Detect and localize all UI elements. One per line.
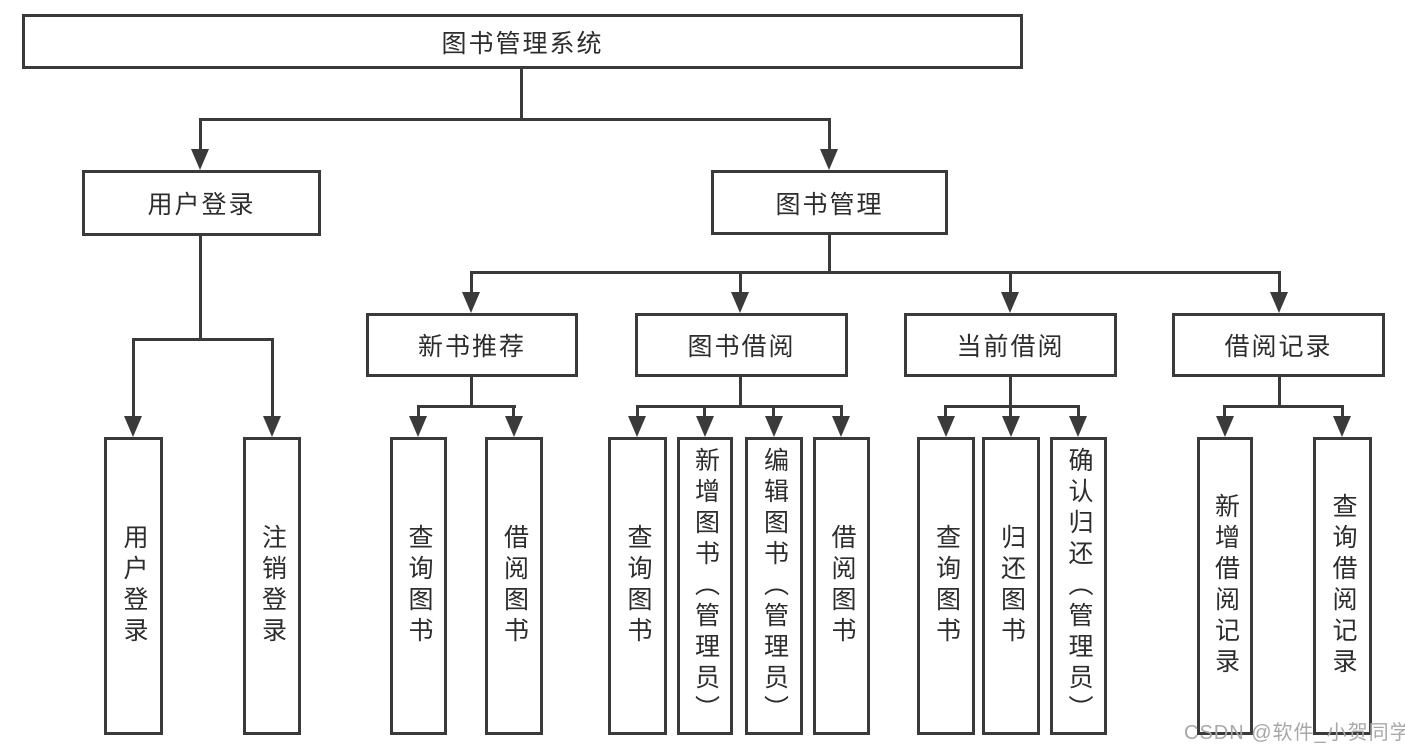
connector-user-stem [199, 236, 202, 340]
leaf-query-book-borrowing: 查询图书 [608, 437, 667, 735]
connector-current-drop-1 [944, 405, 947, 417]
leaf-label: 借阅图书 [500, 524, 529, 648]
leaf-label: 确认归还（管理员） [1065, 446, 1093, 726]
arrowhead-to-leaf-borrow-book-2 [832, 416, 850, 437]
arrowhead-to-leaf-borrow-book-1 [505, 416, 523, 437]
arrowhead-to-leaf-logout [263, 416, 281, 437]
node-label: 图书借阅 [687, 333, 796, 361]
connector-root-bar [199, 118, 831, 121]
node-current-borrowing: 当前借阅 [904, 313, 1117, 377]
arrowhead-to-leaf-query-book-1 [409, 416, 427, 437]
connector-current-bar [944, 405, 1080, 408]
leaf-borrow-book-newbook: 借阅图书 [485, 437, 543, 735]
connector-book-drop-1 [470, 271, 473, 294]
connector-user-bar [132, 338, 274, 341]
leaf-confirm-return-admin: 确认归还（管理员） [1050, 437, 1107, 735]
connector-newbook-bar [417, 405, 516, 408]
connector-root-stem [520, 69, 523, 120]
leaf-edit-book-admin: 编辑图书（管理员） [745, 437, 803, 735]
leaf-add-book-admin: 新增图书（管理员） [677, 437, 733, 735]
connector-root-drop-right [828, 118, 831, 151]
connector-book-drop-4 [1278, 271, 1281, 294]
leaf-label: 用户登录 [120, 524, 148, 648]
connector-borrow-stem [739, 377, 742, 407]
leaf-query-borrow-record: 查询借阅记录 [1313, 437, 1372, 735]
connector-newbook-stem [470, 377, 473, 407]
leaf-label: 查询图书 [405, 524, 433, 648]
node-book-borrowing: 图书借阅 [635, 313, 848, 377]
arrowhead-to-leaf-query-book-3 [937, 416, 955, 437]
leaf-query-book-newbook: 查询图书 [390, 437, 447, 735]
leaf-label: 注销登录 [258, 524, 287, 648]
connector-record-drop-1 [1223, 405, 1226, 417]
leaf-label: 编辑图书（管理员） [760, 446, 789, 726]
connector-current-drop-2 [1009, 405, 1012, 417]
leaf-logout: 注销登录 [243, 437, 301, 735]
node-label: 新书推荐 [417, 333, 526, 361]
node-user-login: 用户登录 [82, 170, 321, 236]
csdn-watermark: CSDN @软件_小贺同学 [1184, 722, 1405, 744]
node-new-book-recommend: 新书推荐 [366, 313, 578, 377]
arrowhead-to-book-borrow [731, 292, 749, 313]
arrowhead-to-new-book [462, 292, 480, 313]
node-label: 图书管理 [775, 190, 884, 219]
connector-borrow-drop-4 [840, 405, 843, 417]
connector-book-stem [828, 235, 831, 273]
connector-borrow-bar [636, 405, 843, 408]
connector-record-stem [1278, 377, 1281, 407]
leaf-user-login: 用户登录 [104, 437, 163, 735]
connector-book-bar [470, 271, 1281, 274]
connector-record-bar [1223, 405, 1344, 408]
arrowhead-to-leaf-confirm-return [1069, 416, 1087, 437]
leaf-query-book-current: 查询图书 [917, 437, 975, 735]
leaf-borrow-book-borrowing: 借阅图书 [813, 437, 870, 735]
arrowhead-to-leaf-add-record [1216, 416, 1234, 437]
leaf-return-book: 归还图书 [982, 437, 1040, 735]
leaf-add-borrow-record: 新增借阅记录 [1197, 437, 1253, 735]
node-label: 用户登录 [147, 191, 256, 219]
arrowhead-to-leaf-return-book [1002, 416, 1020, 437]
arrowhead-to-user-login [191, 149, 209, 170]
connector-newbook-drop-2 [512, 405, 515, 417]
arrowhead-to-leaf-edit-book [765, 416, 783, 437]
node-book-management: 图书管理 [711, 170, 948, 235]
connector-book-drop-2 [739, 271, 742, 294]
arrowhead-to-current-borrow [1001, 292, 1019, 313]
connector-book-drop-3 [1009, 271, 1012, 294]
leaf-label: 借阅图书 [828, 524, 856, 648]
connector-current-drop-3 [1077, 405, 1080, 417]
arrowhead-to-leaf-query-record [1333, 416, 1351, 437]
arrowhead-to-book-mgmt [820, 149, 838, 170]
connector-user-drop-2 [271, 338, 274, 418]
leaf-label: 查询借阅记录 [1329, 493, 1357, 679]
leaf-label: 归还图书 [997, 524, 1026, 648]
connector-newbook-drop-1 [417, 405, 420, 417]
arrowhead-to-borrow-record [1270, 292, 1288, 313]
node-label: 当前借阅 [956, 333, 1065, 361]
leaf-label: 查询图书 [624, 524, 652, 648]
arrowhead-to-leaf-user-login [124, 416, 142, 437]
node-label: 借阅记录 [1224, 333, 1333, 361]
connector-root-drop-left [199, 118, 202, 151]
leaf-label: 新增借阅记录 [1211, 493, 1240, 679]
connector-user-drop-1 [132, 338, 135, 418]
arrowhead-to-leaf-query-book-2 [628, 416, 646, 437]
connector-borrow-drop-3 [772, 405, 775, 417]
connector-borrow-drop-1 [636, 405, 639, 417]
node-borrowing-records: 借阅记录 [1172, 313, 1385, 377]
arrowhead-to-leaf-add-book [696, 416, 714, 437]
node-label: 图书管理系统 [441, 29, 604, 58]
leaf-label: 新增图书（管理员） [691, 446, 720, 726]
connector-current-stem [1009, 377, 1012, 407]
node-root-library-management-system: 图书管理系统 [22, 14, 1023, 69]
connector-borrow-drop-2 [703, 405, 706, 417]
leaf-label: 查询图书 [932, 524, 961, 648]
connector-record-drop-2 [1341, 405, 1344, 417]
